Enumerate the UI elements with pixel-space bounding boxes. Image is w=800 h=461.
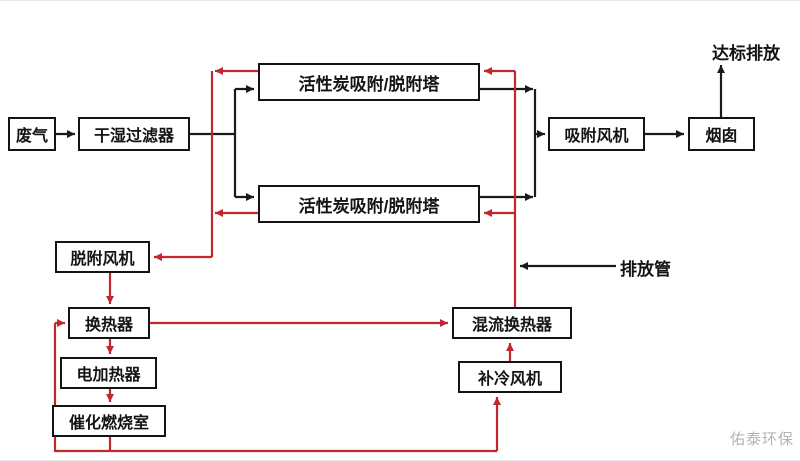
node-adsorption-fan: 吸附风机 [548,117,645,151]
node-mixed-flow-exchanger: 混流换热器 [452,307,572,339]
label-discharge-pipe: 排放管 [620,260,671,279]
node-cooling-fan: 补冷风机 [458,361,562,393]
node-heat-exchanger: 换热器 [68,307,150,339]
watermark-text: 佑泰环保 [730,431,795,448]
node-filter: 干湿过滤器 [78,117,190,151]
node-desorption-fan: 脱附风机 [55,241,150,273]
node-chimney: 烟囱 [688,117,755,151]
label-compliant-discharge: 达标排放 [712,44,780,63]
node-tower-bottom: 活性炭吸附/脱附塔 [258,185,480,223]
node-catalytic-chamber: 催化燃烧室 [52,405,166,437]
node-tower-top: 活性炭吸附/脱附塔 [258,63,480,101]
edge-bottom-return-loop [53,323,497,453]
node-waste-gas: 废气 [8,117,56,151]
node-electric-heater: 电加热器 [60,357,157,389]
